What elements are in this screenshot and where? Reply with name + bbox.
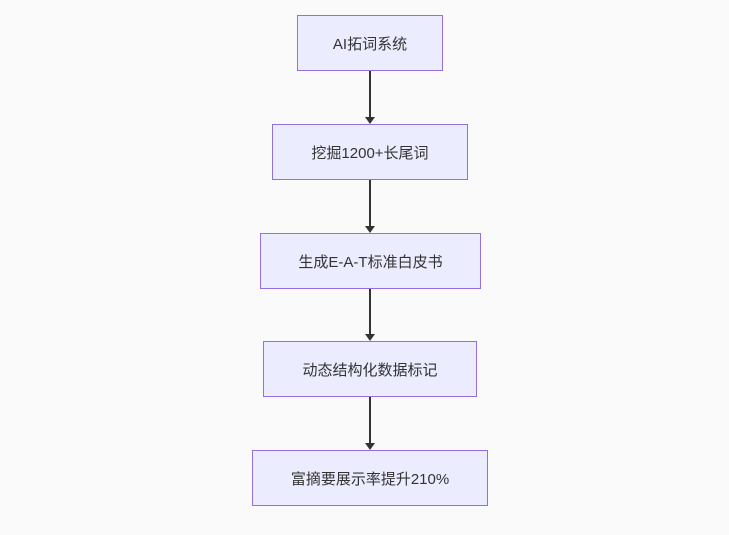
- arrow-n2-n3: [364, 180, 376, 233]
- flow-node-eat-whitepaper: 生成E-A-T标准白皮书: [260, 233, 481, 289]
- flow-node-label: AI拓词系统: [332, 35, 408, 53]
- arrow-n4-n5: [364, 397, 376, 450]
- flow-node-longtail-mining: 挖掘1200+长尾词: [272, 124, 468, 180]
- flow-node-structured-data-markup: 动态结构化数据标记: [263, 341, 477, 397]
- flow-node-label: 挖掘1200+长尾词: [311, 144, 429, 162]
- arrow-n3-n4: [364, 289, 376, 341]
- flow-node-ai-word-expansion: AI拓词系统: [297, 15, 443, 71]
- flow-node-label: 富摘要展示率提升210%: [290, 470, 450, 488]
- flow-node-label: 动态结构化数据标记: [302, 361, 438, 379]
- flow-node-rich-snippet-result: 富摘要展示率提升210%: [252, 450, 488, 506]
- flow-node-label: 生成E-A-T标准白皮书: [298, 253, 443, 271]
- arrow-n1-n2: [364, 71, 376, 124]
